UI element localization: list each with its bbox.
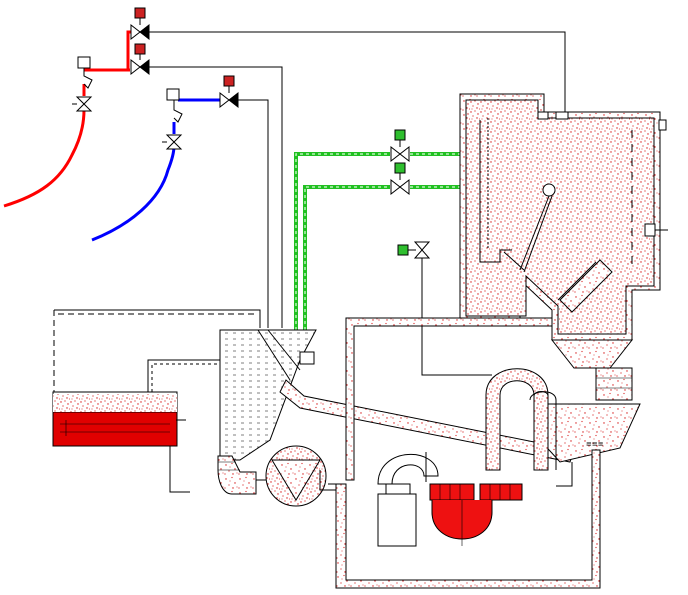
cyclone-bend: [485, 368, 557, 471]
control-valve-top-1[interactable]: [130, 7, 150, 41]
drain-valve-green[interactable]: [397, 241, 492, 376]
reactor-cone: [550, 339, 634, 401]
agitator-hub: [542, 183, 556, 197]
recirculation-loop: [319, 317, 601, 589]
signal-line-top-2: [149, 66, 283, 328]
collection-drum: [377, 493, 417, 547]
steam-valve-upper[interactable]: [390, 129, 410, 163]
instrument-box-hot: [77, 56, 91, 69]
control-valve-top-2[interactable]: [130, 43, 150, 76]
signal-line-top-1: [149, 31, 566, 112]
signal-line-cold: [238, 99, 269, 328]
manual-valve-hot[interactable]: [72, 96, 93, 112]
cold-water-supply-line: [91, 98, 222, 242]
return-line: [556, 462, 573, 487]
condensate-tank: [52, 309, 261, 493]
control-valve-cold[interactable]: [219, 75, 239, 109]
steam-valve-lower[interactable]: [390, 162, 410, 196]
product-separator: [377, 452, 439, 547]
instrument-box-cold: [166, 88, 180, 101]
transfer-duct: ≡≡≡: [279, 379, 641, 463]
reactor-vessel: [459, 93, 668, 341]
manual-valve-cold[interactable]: [162, 134, 183, 150]
feed-hopper: [217, 329, 317, 495]
tank-liquid: [52, 411, 178, 447]
svg-text:≡≡≡: ≡≡≡: [586, 440, 604, 448]
hot-water-supply-line: [3, 30, 138, 208]
red-product-pipe: [429, 483, 523, 546]
strainer-cold: [173, 100, 183, 123]
strainer-hot: [83, 68, 93, 89]
rotary-valve: [256, 445, 327, 507]
